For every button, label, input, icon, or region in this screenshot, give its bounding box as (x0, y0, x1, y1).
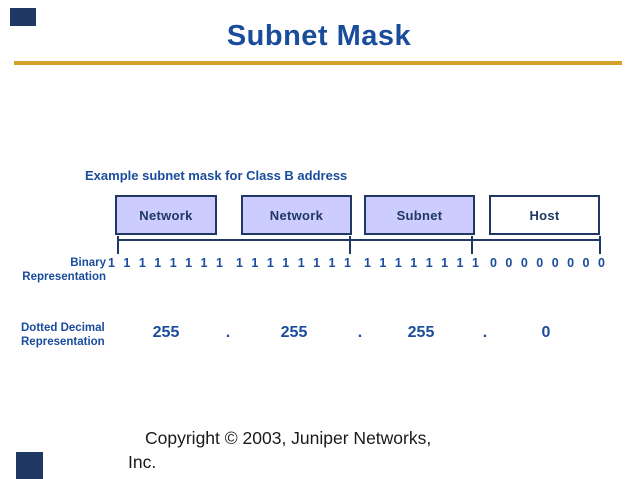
copyright-notice: Copyright © 2003, Juniper Networks, Inc. (128, 426, 528, 474)
decimal-dot: . (482, 324, 488, 341)
binary-octet-2: 1 1 1 1 1 1 1 1 (236, 256, 353, 270)
binary-octet-1: 1 1 1 1 1 1 1 1 (108, 256, 225, 270)
bit-span-bracket-line (117, 239, 601, 241)
bracket-tick (349, 236, 351, 254)
binary-label-line2: Representation (22, 271, 106, 283)
binary-label-line1: Binary (70, 257, 106, 269)
decimal-label-line2: Representation (21, 336, 105, 348)
bracket-tick (471, 236, 473, 254)
binary-octet-3: 1 1 1 1 1 1 1 1 (364, 256, 481, 270)
binary-representation-label: Binary Representation (10, 256, 106, 284)
octet-box-label: Network (269, 207, 324, 223)
octet-box-label: Subnet (396, 207, 443, 223)
decimal-value-4: 0 (541, 324, 551, 341)
title-divider-rule (14, 61, 622, 65)
decimal-dot: . (357, 324, 363, 341)
bracket-tick (599, 236, 601, 254)
decimal-value-3: 255 (407, 324, 435, 341)
decimal-dot: . (225, 324, 231, 341)
decimal-value-2: 255 (280, 324, 308, 341)
corner-mark-top-left (10, 8, 36, 26)
decimal-value-1: 255 (152, 324, 180, 341)
copyright-line2: Inc. (128, 452, 157, 472)
octet-box-subnet: Subnet (364, 195, 475, 235)
corner-mark-bottom-left (16, 452, 43, 479)
binary-octet-4: 0 0 0 0 0 0 0 0 (490, 256, 607, 270)
slide-title: Subnet Mask (226, 20, 412, 52)
octet-box-label: Network (139, 207, 193, 223)
decimal-label-line1: Dotted Decimal (21, 322, 105, 334)
octet-box-network-1: Network (115, 195, 217, 235)
octet-box-host: Host (489, 195, 600, 235)
octet-box-network-2: Network (241, 195, 352, 235)
diagram-caption: Example subnet mask for Class B address (85, 168, 348, 183)
copyright-line1: Copyright © 2003, Juniper Networks, (145, 428, 432, 448)
octet-box-label: Host (529, 207, 560, 223)
dotted-decimal-representation-label: Dotted Decimal Representation (21, 321, 105, 349)
bracket-tick (117, 236, 119, 254)
